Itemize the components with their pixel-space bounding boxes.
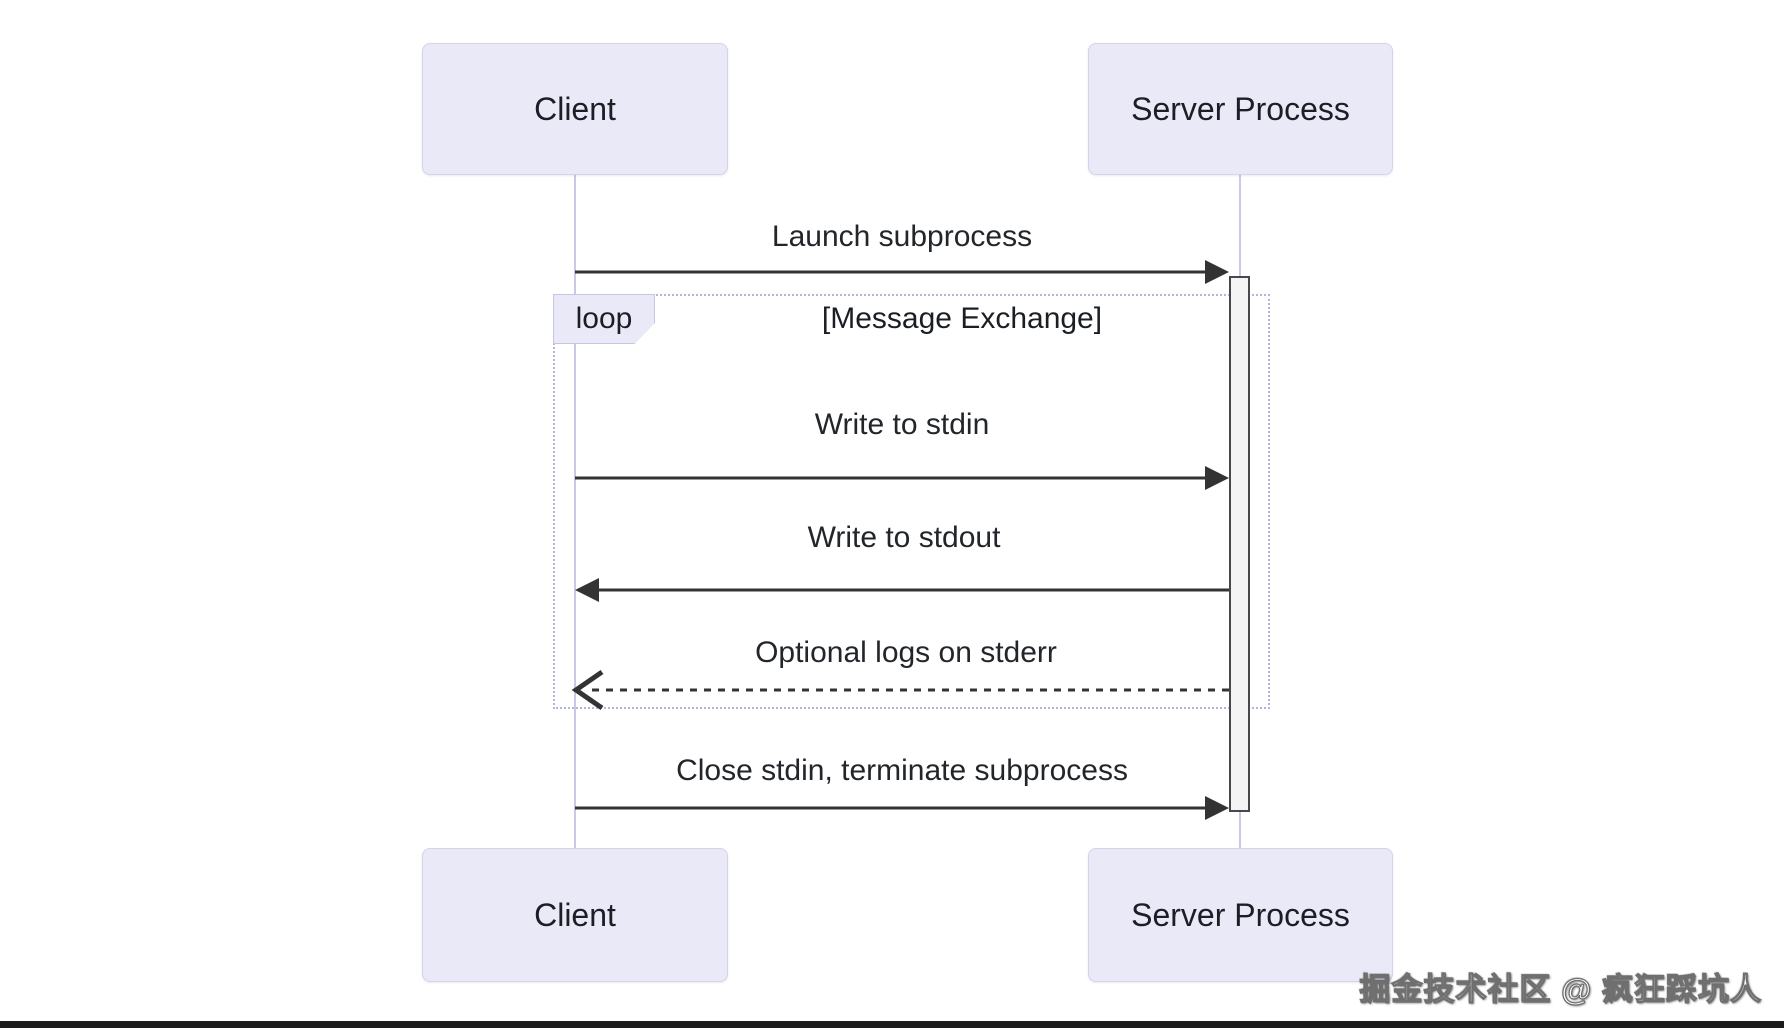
message-label-write-to-stdin: Write to stdin <box>814 408 990 441</box>
actor-box-client-top: Client <box>422 43 728 175</box>
message-label-launch-subprocess: Launch subprocess <box>771 220 1033 253</box>
filled-arrowhead-right-icon <box>1205 260 1229 284</box>
filled-arrowhead-right-icon <box>1205 796 1229 820</box>
actor-label-client: Client <box>534 90 616 127</box>
message-label-optional-logs: Optional logs on stderr <box>755 636 1057 669</box>
actor-box-client-bottom: Client <box>422 848 728 982</box>
actor-box-server-bottom: Server Process <box>1088 848 1393 982</box>
message-label-close-stdin: Close stdin, terminate subprocess <box>676 754 1128 787</box>
actor-label-client: Client <box>534 896 616 933</box>
loop-frame <box>553 294 1270 709</box>
bottom-letterbox-bar <box>0 1021 1784 1028</box>
actor-box-server-top: Server Process <box>1088 43 1393 175</box>
server-activation-bar <box>1229 276 1250 812</box>
actor-label-server: Server Process <box>1131 896 1350 933</box>
client-lifeline <box>574 175 576 848</box>
message-label-write-to-stdout: Write to stdout <box>807 521 1001 554</box>
arrow-close-stdin <box>575 796 1229 820</box>
actor-label-server: Server Process <box>1131 90 1350 127</box>
loop-title: [Message Exchange] <box>821 302 1103 335</box>
watermark-text: 掘金技术社区 @ 疯狂踩坑人 <box>1359 971 1762 1007</box>
loop-label-text: loop <box>575 302 633 335</box>
loop-label-tab: loop <box>553 294 655 344</box>
arrow-launch-subprocess <box>575 260 1229 284</box>
